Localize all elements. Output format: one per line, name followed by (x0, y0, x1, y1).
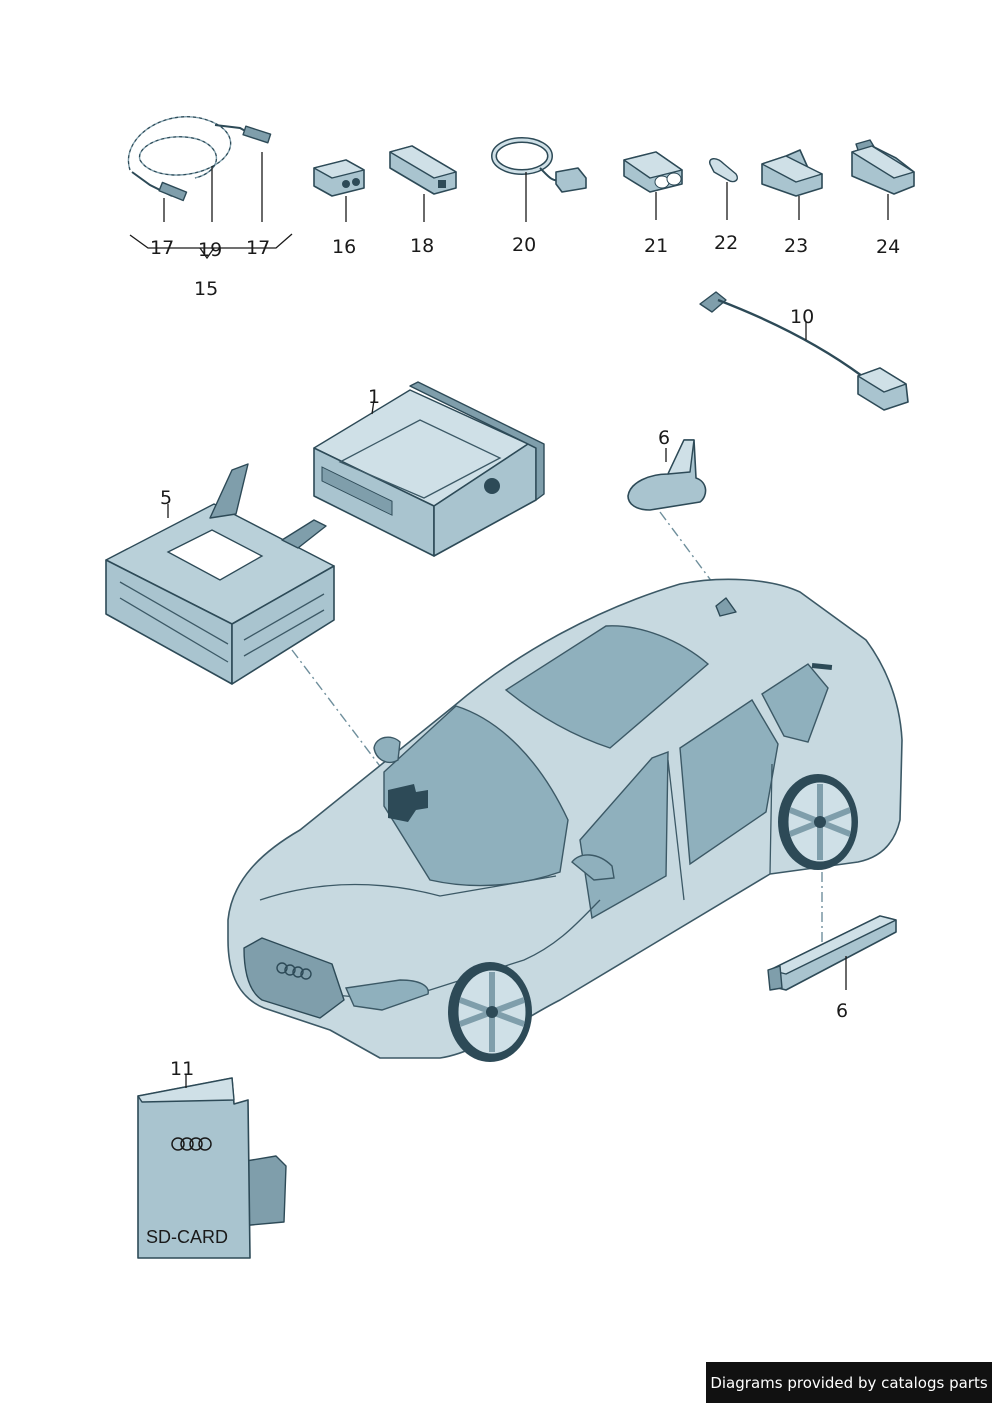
callout-19: 19 (198, 239, 222, 261)
callout-16: 16 (332, 236, 356, 258)
footer-credit: Diagrams provided by catalogs parts (706, 1362, 992, 1403)
front-wheel (448, 962, 532, 1062)
roof-antenna-6 (627, 439, 707, 511)
sd-card-rings (171, 1137, 212, 1151)
callout-24: 24 (876, 236, 900, 258)
callout-17-left: 17 (150, 237, 174, 259)
housing-18 (389, 145, 457, 195)
connector-24 (851, 139, 915, 195)
mounting-frame-5 (105, 463, 335, 685)
callout-5: 5 (160, 487, 172, 509)
callout-1: 1 (368, 386, 380, 408)
callout-11: 11 (170, 1058, 194, 1080)
callout-18: 18 (410, 235, 434, 257)
grille-rings (276, 962, 312, 980)
bracket-15 (129, 233, 293, 249)
callout-15: 15 (194, 278, 218, 300)
antenna-module-6 (767, 915, 897, 991)
callout-10: 10 (790, 306, 814, 328)
antenna-cable-10 (699, 291, 909, 411)
callout-21: 21 (644, 235, 668, 257)
sd-card-11: SD-CARD (137, 1077, 287, 1259)
callout-6-antenna: 6 (658, 427, 670, 449)
rear-wheel (778, 774, 858, 870)
radio-unit-1 (313, 381, 545, 557)
connector-16 (313, 159, 365, 197)
callout-6-module: 6 (836, 1000, 848, 1022)
callout-23: 23 (784, 235, 808, 257)
callout-17-right: 17 (246, 237, 270, 259)
coiled-cable-assembly (127, 116, 272, 202)
ring-antenna-20 (491, 137, 587, 193)
callout-20: 20 (512, 234, 536, 256)
cap-23 (761, 149, 823, 197)
callout-22: 22 (714, 232, 738, 254)
bracket-15-tip (199, 247, 215, 260)
sd-card-label: SD-CARD (146, 1227, 228, 1247)
plug-22 (709, 158, 738, 183)
sleeve-21 (623, 151, 683, 193)
car-illustration (227, 578, 903, 1062)
